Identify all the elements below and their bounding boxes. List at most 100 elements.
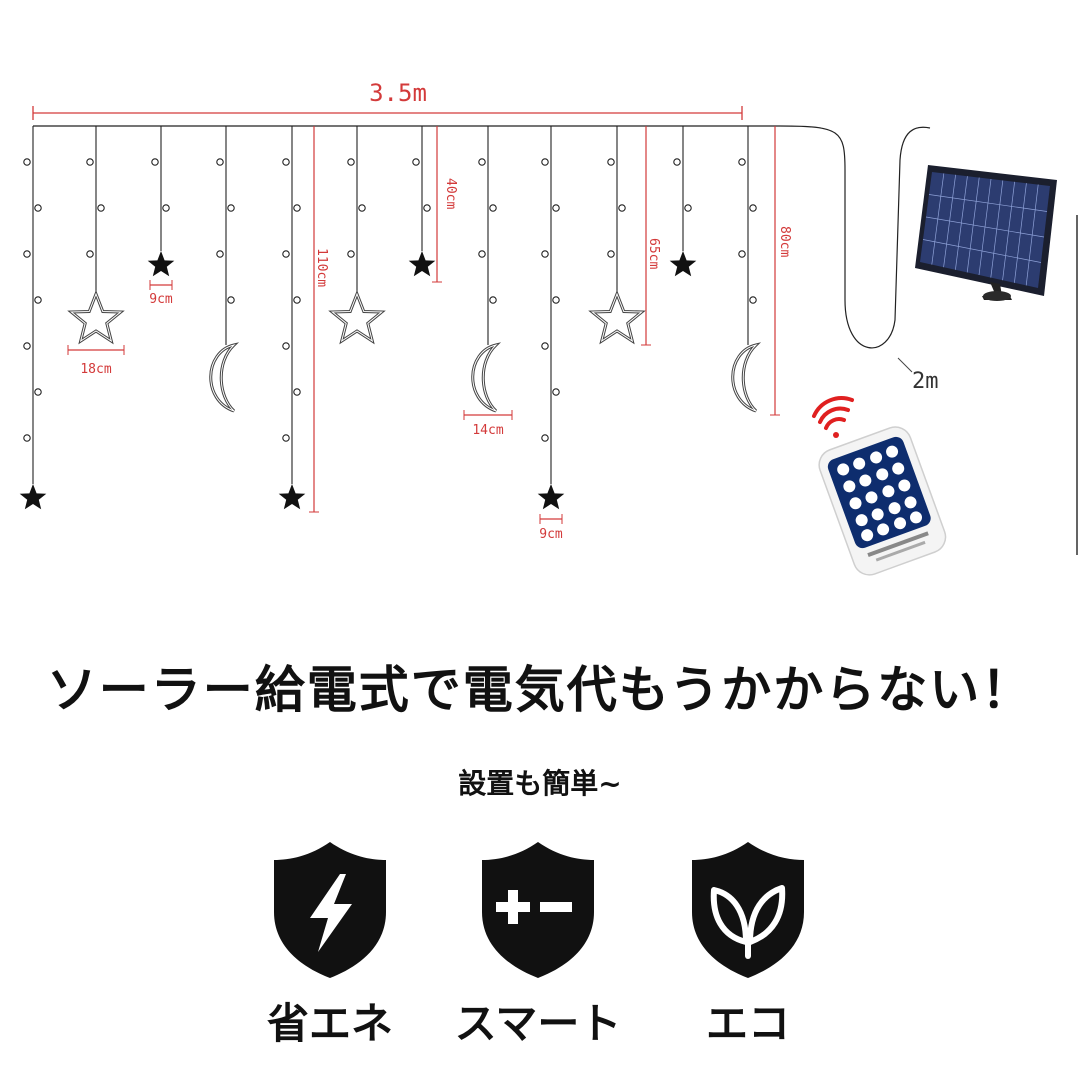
led-bulb — [293, 204, 301, 212]
led-bulb — [282, 434, 290, 442]
led-bulb — [227, 296, 235, 304]
led-bulb — [552, 204, 560, 212]
light-strands — [23, 126, 757, 484]
remote-button — [853, 457, 866, 470]
solar-panel — [915, 165, 1057, 301]
led-bulb — [423, 204, 431, 212]
lightning-shield-icon — [274, 842, 386, 978]
remote-button — [861, 529, 874, 542]
remote-button — [843, 480, 856, 493]
led-bulb — [23, 250, 31, 258]
cable-pointer — [897, 357, 913, 373]
star-small-dimension-2: 9cm — [539, 514, 563, 542]
solar-cable — [779, 125, 931, 349]
ornament-star-outline-1 — [69, 292, 123, 343]
led-bulb — [412, 158, 420, 166]
remote-button — [898, 479, 911, 492]
ornament-moon-1 — [209, 343, 236, 413]
led-bulb — [293, 388, 301, 396]
led-bulb — [23, 158, 31, 166]
feature-label-eco: エコ — [705, 999, 790, 1048]
led-bulb — [541, 342, 549, 350]
led-bulb — [738, 250, 746, 258]
feature-label-smart: スマート — [454, 999, 622, 1048]
leaf-shield-icon — [692, 842, 804, 978]
remote-button — [859, 474, 872, 487]
led-bulb — [489, 296, 497, 304]
wifi-signal-icon — [812, 396, 854, 438]
led-bulb — [684, 204, 692, 212]
remote-button — [904, 496, 917, 509]
subheadline: 設置も簡単~ — [458, 767, 622, 800]
led-bulb — [282, 250, 290, 258]
remote-button — [871, 508, 884, 521]
plus-minus-shield-icon — [482, 842, 594, 978]
remote-button — [855, 514, 868, 527]
feature-energy-saving: 省エネ — [210, 840, 450, 1051]
led-bulb — [34, 388, 42, 396]
led-bulb — [23, 342, 31, 350]
remote-control — [812, 396, 947, 576]
led-bulb — [358, 204, 366, 212]
ornament-star-3 — [278, 484, 306, 510]
remote-button — [892, 462, 905, 475]
star-large-label: 18cm — [80, 362, 111, 377]
led-bulb — [552, 296, 560, 304]
star-large-dimension: 18cm — [67, 345, 125, 377]
ornament-star-6 — [669, 251, 697, 277]
remote-button — [837, 463, 850, 476]
led-bulb — [489, 204, 497, 212]
led-bulb — [478, 158, 486, 166]
moon-dimension: 14cm — [463, 410, 513, 438]
remote-button — [870, 451, 883, 464]
led-bulb — [541, 250, 549, 258]
led-bulb — [347, 158, 355, 166]
led-bulb — [34, 204, 42, 212]
ornament-star-5 — [537, 484, 565, 510]
remote-button — [876, 468, 889, 481]
drop-110-label: 110cm — [314, 248, 329, 287]
led-bulb — [97, 204, 105, 212]
ornament-star-4 — [408, 251, 436, 277]
led-bulb — [749, 296, 757, 304]
led-bulb — [216, 158, 224, 166]
ornament-moon-2 — [471, 343, 498, 413]
drop-80-dimension: 80cm — [770, 126, 792, 416]
feature-label-energy-saving: 省エネ — [266, 999, 393, 1048]
led-bulb — [86, 158, 94, 166]
drop-110-dimension: 110cm — [309, 126, 329, 513]
led-bulb — [541, 434, 549, 442]
led-bulb — [552, 388, 560, 396]
width-dimension: 3.5m — [32, 79, 743, 120]
feature-eco: エコ — [628, 840, 868, 1051]
star-small-dimension-1: 9cm — [149, 280, 173, 307]
led-bulb — [673, 158, 681, 166]
ornament-star-1 — [19, 484, 47, 510]
remote-button — [888, 502, 901, 515]
width-label: 3.5m — [369, 79, 427, 107]
remote-button — [894, 517, 907, 530]
led-bulb — [227, 204, 235, 212]
drop-80-label: 80cm — [777, 226, 792, 257]
led-bulb — [347, 250, 355, 258]
led-bulb — [86, 250, 94, 258]
led-bulb — [34, 296, 42, 304]
led-bulb — [216, 250, 224, 258]
led-bulb — [607, 250, 615, 258]
remote-button — [886, 445, 899, 458]
remote-button — [910, 511, 923, 524]
drop-40-label: 40cm — [443, 178, 458, 209]
led-bulb — [23, 434, 31, 442]
product-diagram: 3.5m 9cm 18cm 14cm 9cm 40cm — [19, 79, 1078, 576]
led-bulb — [282, 158, 290, 166]
led-bulb — [151, 158, 159, 166]
led-bulb — [618, 204, 626, 212]
star-small-label-2: 9cm — [539, 527, 563, 542]
led-bulb — [541, 158, 549, 166]
ornament-star-outline-2 — [330, 292, 384, 343]
feature-smart: スマート — [418, 840, 658, 1051]
remote-button — [877, 523, 890, 536]
led-bulb — [738, 158, 746, 166]
led-bulb — [749, 204, 757, 212]
remote-button — [882, 485, 895, 498]
